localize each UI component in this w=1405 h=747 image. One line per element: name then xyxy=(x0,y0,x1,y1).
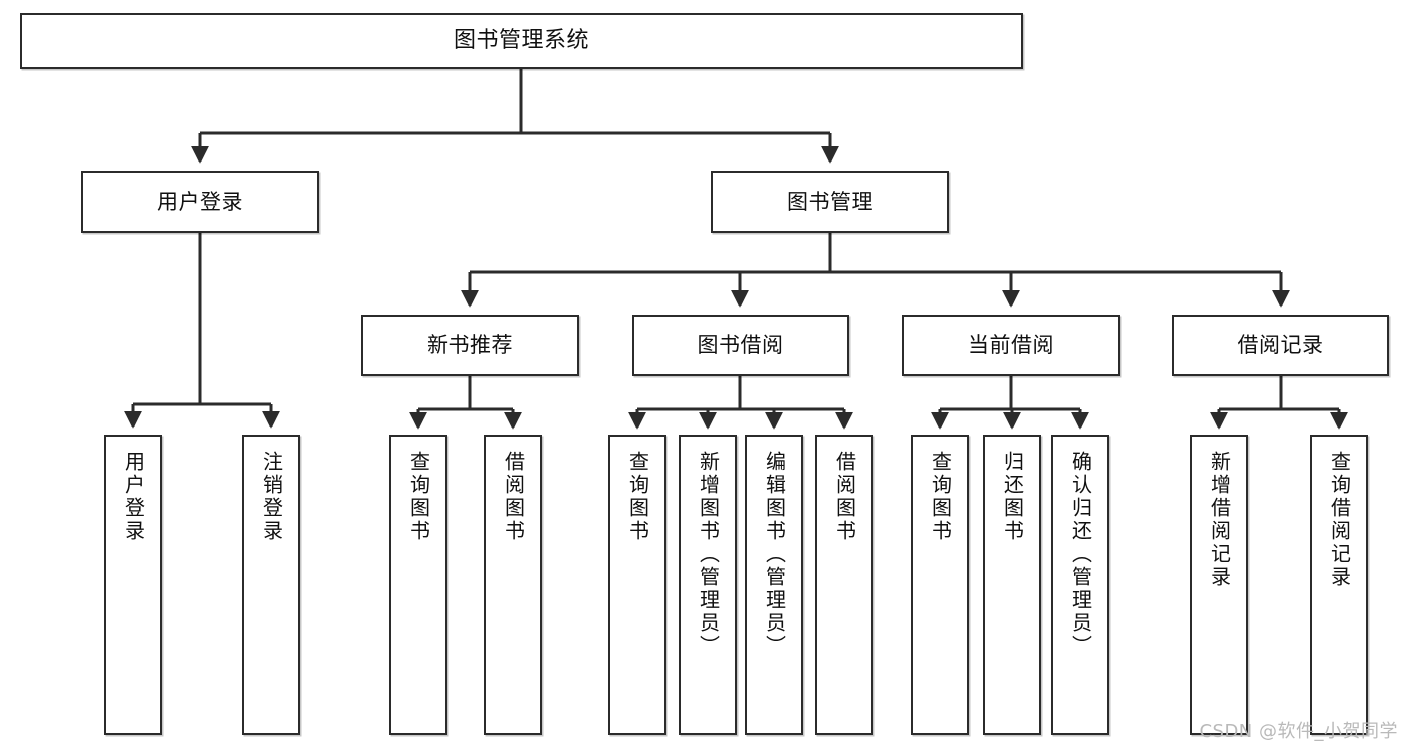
leaf-user-login[interactable]: 用户登录 xyxy=(104,435,162,735)
node-label: 借阅图书 xyxy=(832,451,857,543)
leaf-query-borrow-record[interactable]: 查询借阅记录 xyxy=(1310,435,1368,735)
node-label: 新增图书（管理员） xyxy=(696,451,721,658)
node-label: 查询图书 xyxy=(928,451,953,543)
node-label: 归还图书 xyxy=(1000,451,1025,543)
node-borrow-record[interactable]: 借阅记录 xyxy=(1172,315,1389,376)
leaf-add-borrow-record[interactable]: 新增借阅记录 xyxy=(1190,435,1248,735)
leaf-add-book-admin[interactable]: 新增图书（管理员） xyxy=(679,435,737,735)
leaf-user-logout[interactable]: 注销登录 xyxy=(242,435,300,735)
node-label: 查询图书 xyxy=(625,451,650,543)
leaf-confirm-return-admin[interactable]: 确认归还（管理员） xyxy=(1051,435,1109,735)
node-label: 借阅记录 xyxy=(1237,333,1324,358)
node-label: 当前借阅 xyxy=(968,333,1054,358)
leaf-query-book-newbook[interactable]: 查询图书 xyxy=(389,435,447,735)
node-current-borrow[interactable]: 当前借阅 xyxy=(902,315,1120,376)
node-label: 用户登录 xyxy=(121,451,146,543)
node-book-management[interactable]: 图书管理 xyxy=(711,171,949,233)
leaf-lend-book[interactable]: 借阅图书 xyxy=(815,435,873,735)
node-label: 用户登录 xyxy=(157,189,243,214)
leaf-borrow-book-newbook[interactable]: 借阅图书 xyxy=(484,435,542,735)
leaf-return-book[interactable]: 归还图书 xyxy=(983,435,1041,735)
node-label: 新增借阅记录 xyxy=(1207,451,1232,589)
leaf-query-book-borrow[interactable]: 查询图书 xyxy=(608,435,666,735)
node-label: 图书借阅 xyxy=(697,333,784,358)
node-label: 新书推荐 xyxy=(427,333,513,358)
node-label: 确认归还（管理员） xyxy=(1068,451,1093,658)
node-user-login[interactable]: 用户登录 xyxy=(81,171,319,233)
node-label: 查询借阅记录 xyxy=(1327,451,1352,589)
leaf-query-book-current[interactable]: 查询图书 xyxy=(911,435,969,735)
node-book-borrow[interactable]: 图书借阅 xyxy=(632,315,849,376)
node-label: 注销登录 xyxy=(259,451,284,543)
node-label: 借阅图书 xyxy=(501,451,526,543)
node-label: 查询图书 xyxy=(406,451,431,543)
node-label: 图书管理系统 xyxy=(453,28,589,54)
leaf-edit-book-admin[interactable]: 编辑图书（管理员） xyxy=(745,435,803,735)
node-label: 编辑图书（管理员） xyxy=(762,451,787,658)
node-root-system[interactable]: 图书管理系统 xyxy=(20,13,1023,69)
node-new-book-recommend[interactable]: 新书推荐 xyxy=(361,315,579,376)
node-label: 图书管理 xyxy=(787,189,873,214)
